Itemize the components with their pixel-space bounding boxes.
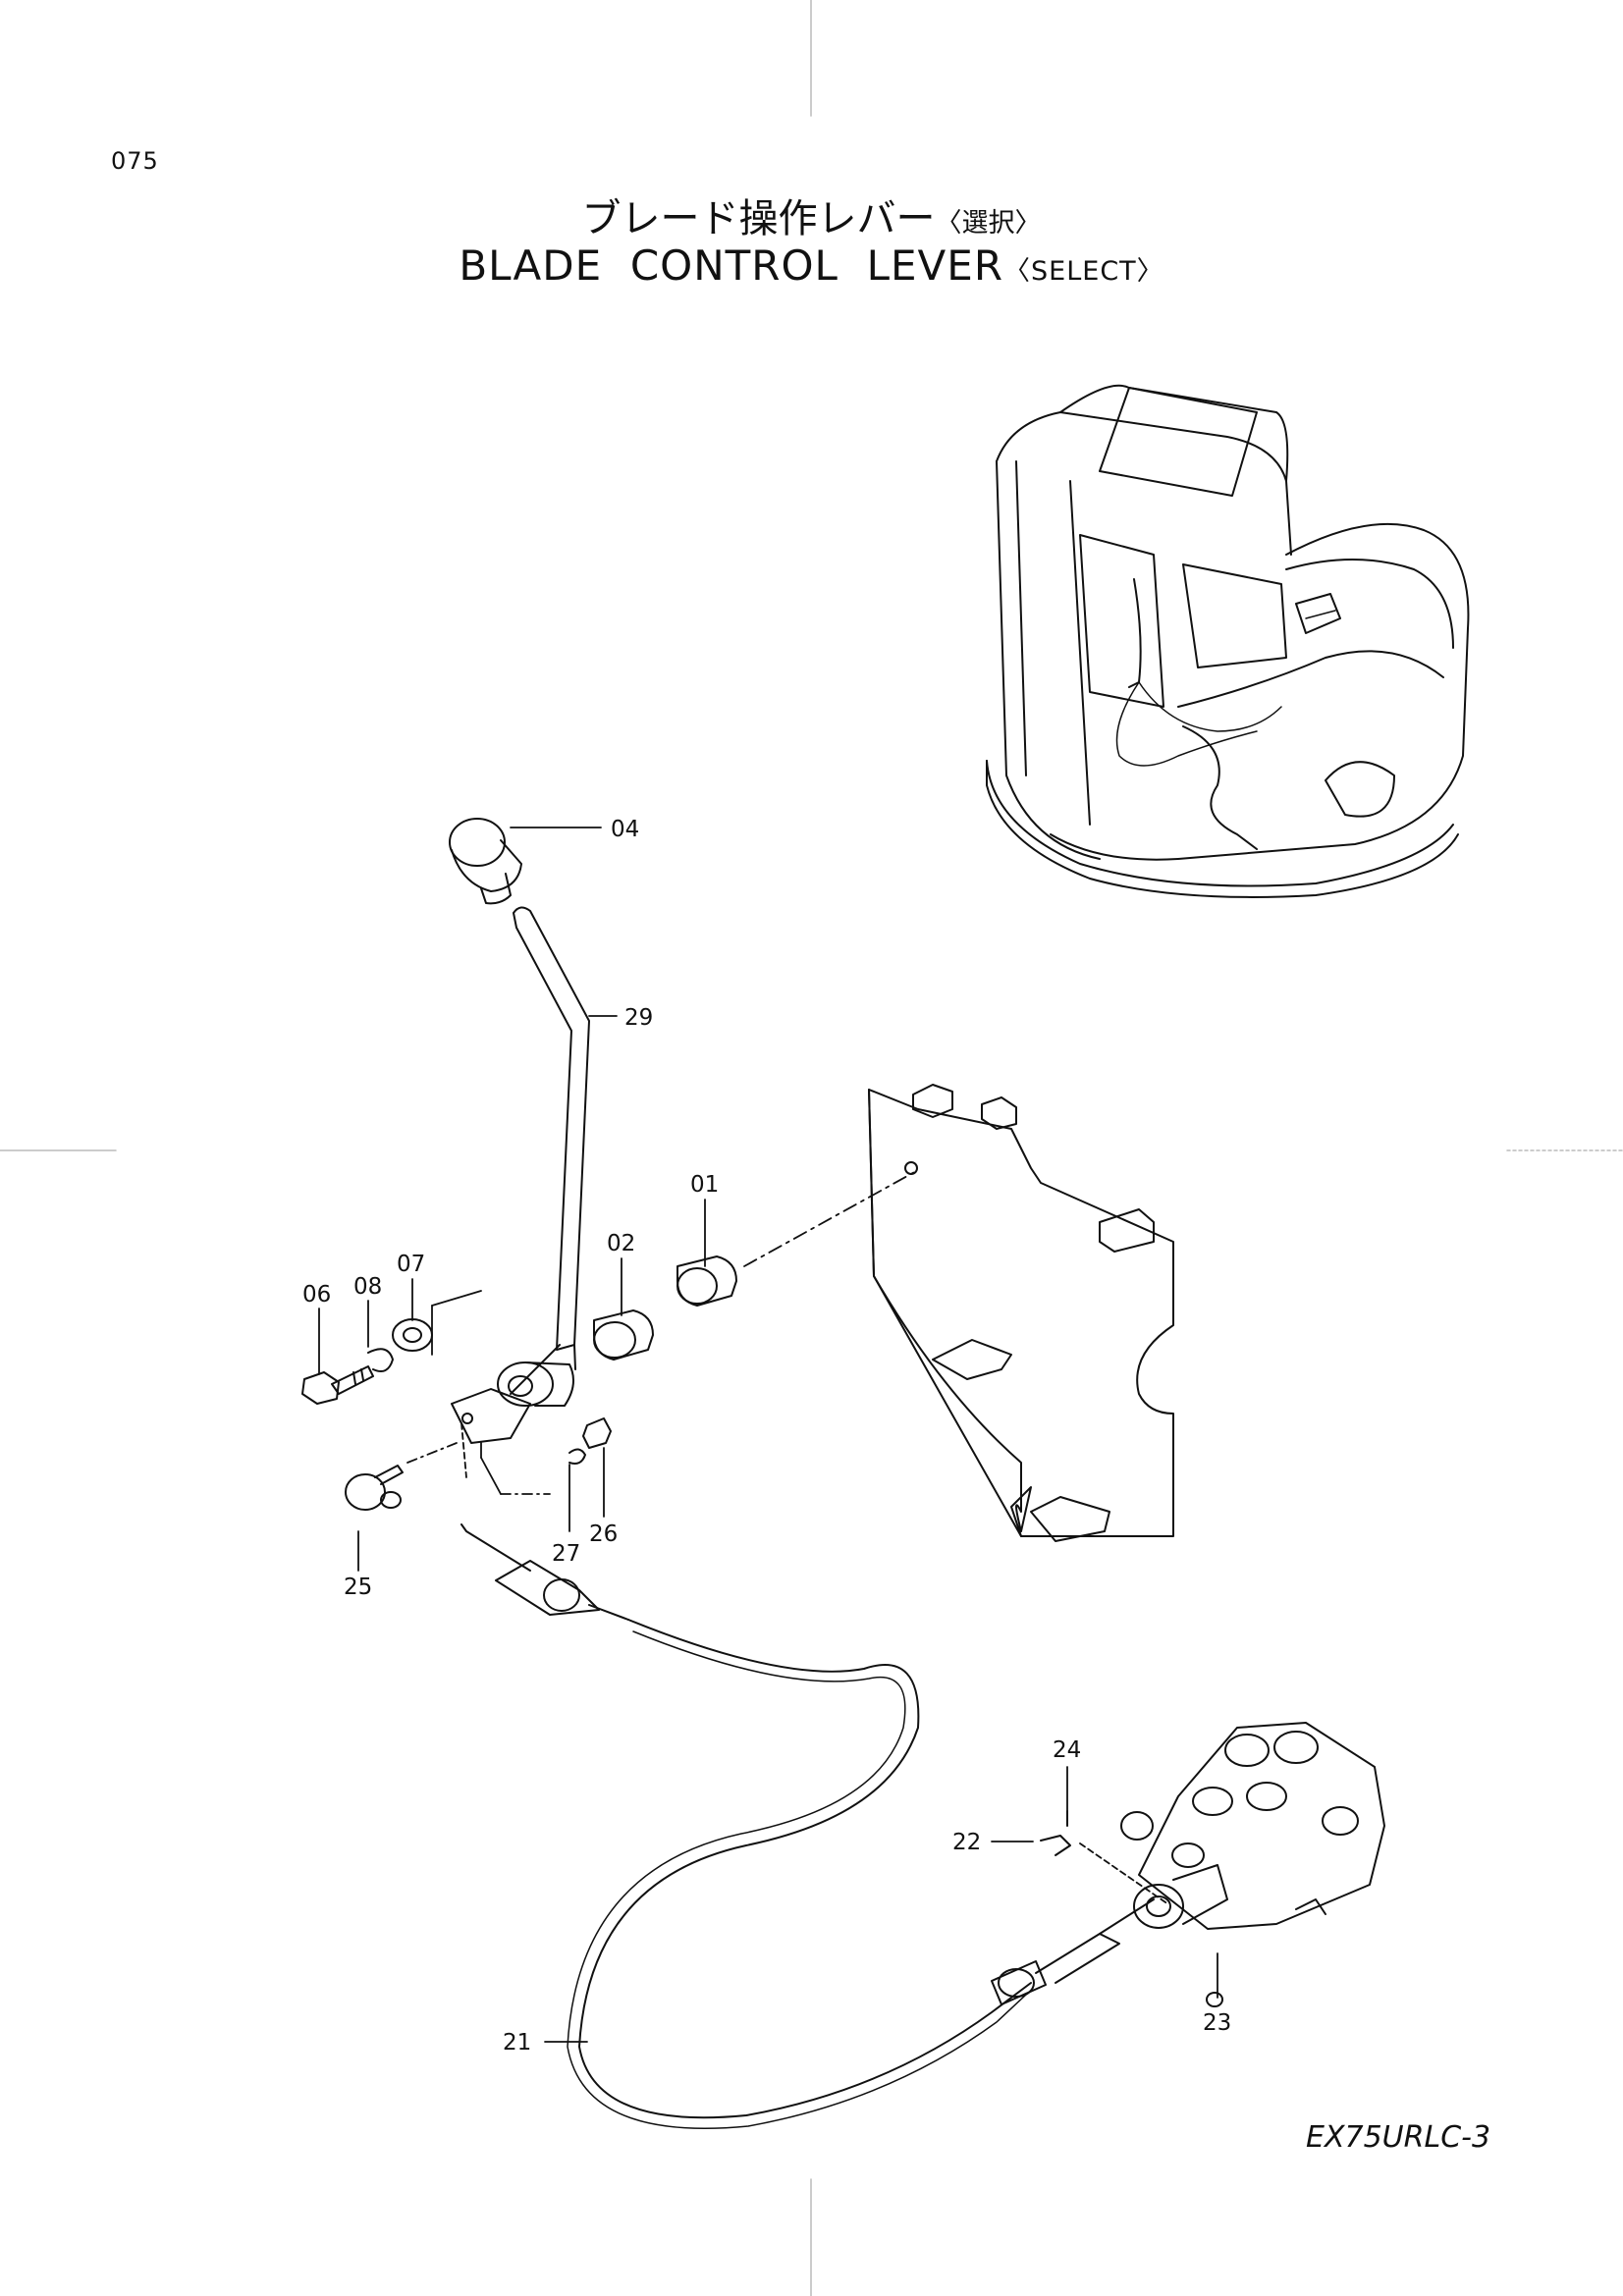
title-english: BLADE CONTROL LEVER〈SELECT〉 (0, 241, 1623, 290)
part-label-24: 24 (1053, 1737, 1081, 1763)
part-label-07: 07 (397, 1252, 425, 1277)
part-labels: 04 29 01 02 07 08 06 25 27 26 24 22 23 2… (302, 817, 1231, 2056)
title-jp-sub: 〈選択〉 (935, 208, 1042, 239)
control-cable (460, 1523, 1155, 2129)
title-jp-main: ブレード操作レバー (581, 196, 936, 241)
page-number: 075 (111, 147, 159, 175)
part-label-25: 25 (344, 1575, 372, 1600)
part-label-21: 21 (503, 2030, 531, 2056)
bushings (593, 1255, 737, 1361)
part-label-26: 26 (589, 1522, 618, 1547)
part-label-02: 02 (607, 1231, 635, 1256)
part-label-29: 29 (624, 1005, 653, 1031)
part-label-01: 01 (690, 1172, 719, 1198)
part-label-08: 08 (353, 1274, 382, 1300)
mounting-bracket (868, 1084, 1174, 1542)
part-label-27: 27 (552, 1541, 580, 1567)
lever-assembly (449, 818, 590, 1444)
title-en-main: BLADE CONTROL LEVER (459, 241, 1004, 290)
title-japanese: ブレード操作レバー〈選択〉 (0, 187, 1623, 243)
title-en-sub: 〈SELECT〉 (1003, 256, 1164, 287)
control-valve (1040, 1722, 1385, 2007)
part-label-04: 04 (611, 817, 639, 842)
part-label-06: 06 (302, 1282, 331, 1308)
part-label-23: 23 (1203, 2010, 1231, 2036)
excavator-overview (986, 384, 1470, 898)
leader-lines (318, 827, 1218, 2043)
part-label-22: 22 (952, 1830, 981, 1855)
model-code: EX75URLC-3 (1306, 2120, 1491, 2155)
